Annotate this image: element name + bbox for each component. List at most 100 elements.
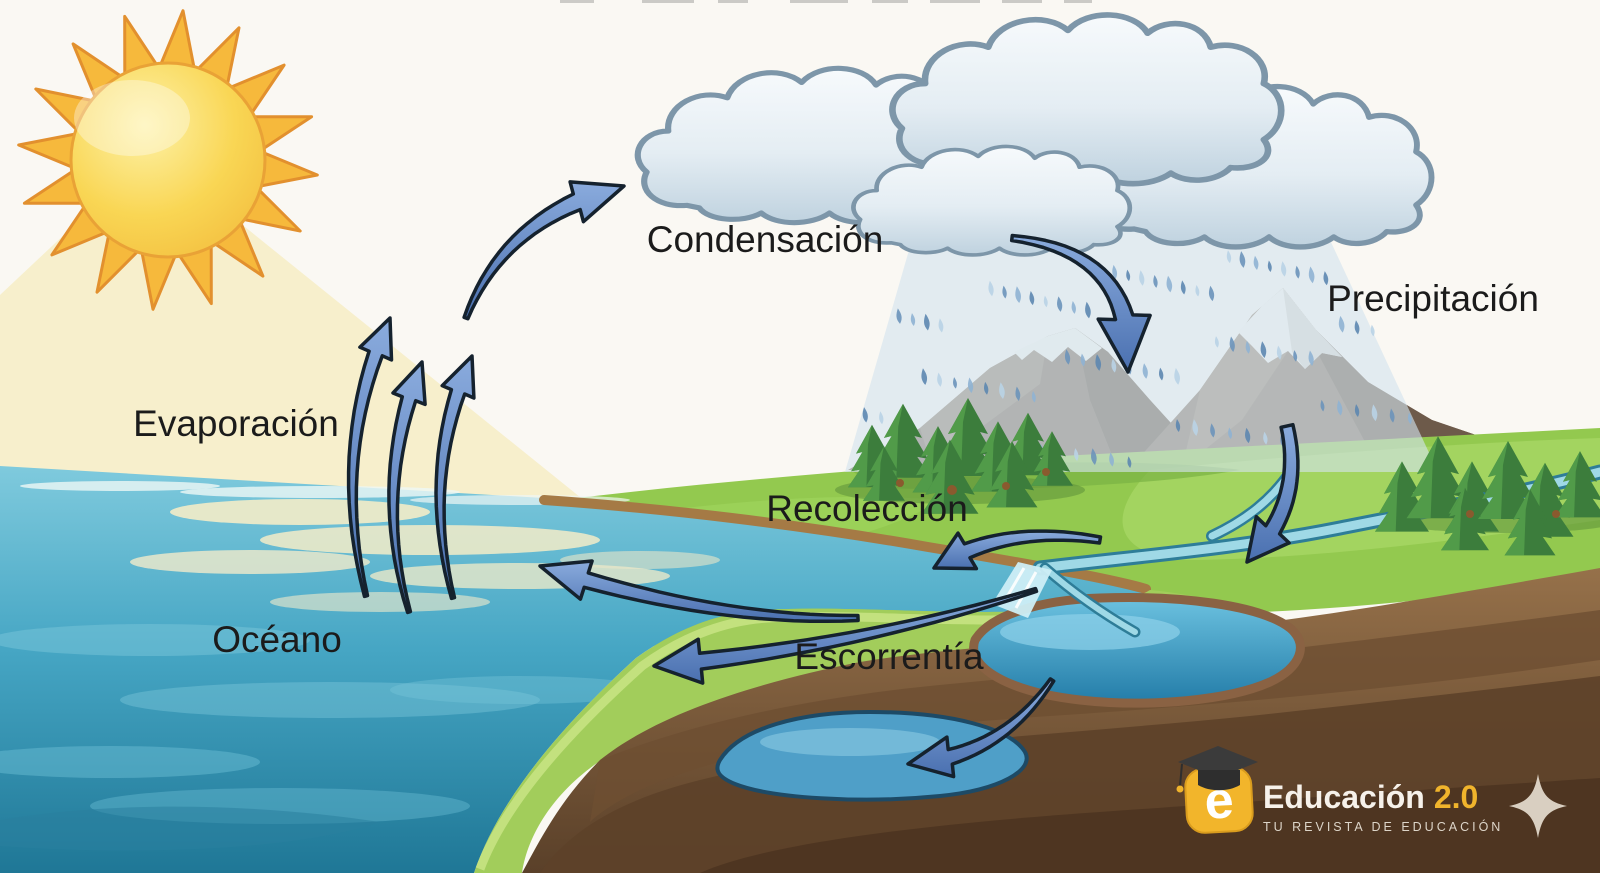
label-evaporacion: Evaporación bbox=[133, 403, 339, 444]
raindrop-icon bbox=[1057, 296, 1063, 312]
raindrop-icon bbox=[1195, 284, 1200, 297]
infiltration-arrow bbox=[906, 677, 1056, 779]
raindrop-icon bbox=[1153, 274, 1158, 288]
evaporation-arrow-2 bbox=[387, 360, 427, 615]
raindrop-icon bbox=[1208, 285, 1215, 302]
raindrop-icon bbox=[1064, 349, 1071, 365]
raindrop-icon bbox=[1263, 431, 1268, 445]
label-oceano: Océano bbox=[212, 619, 342, 660]
raindrop-icon bbox=[1253, 255, 1259, 270]
raindrop-icon bbox=[1095, 354, 1102, 371]
raindrop-icon bbox=[1239, 251, 1246, 268]
raindrop-icon bbox=[1159, 367, 1164, 381]
evaporation-arrow-3 bbox=[434, 354, 476, 601]
raindrop-icon bbox=[924, 313, 930, 331]
raindrop-icon bbox=[1166, 275, 1173, 293]
raindrop-icon bbox=[896, 308, 902, 324]
label-escorrentia: Escorrentía bbox=[794, 636, 984, 677]
raindrop-icon bbox=[1080, 353, 1086, 367]
graduation-cap-icon bbox=[1176, 746, 1258, 793]
raindrop-icon bbox=[1337, 400, 1343, 416]
pine-trees-left bbox=[835, 398, 1085, 514]
raindrop-icon bbox=[1112, 264, 1118, 280]
raindrop-icon bbox=[1029, 290, 1035, 306]
raindrop-icon bbox=[1389, 408, 1395, 423]
raindrop-icon bbox=[1192, 419, 1199, 437]
raindrop-icon bbox=[1015, 286, 1021, 304]
raindrop-icon bbox=[953, 377, 957, 389]
raindrop-icon bbox=[1320, 399, 1325, 412]
raindrop-icon bbox=[1226, 250, 1232, 264]
raindrop-icon bbox=[1111, 358, 1117, 373]
raindrop-icon bbox=[1180, 280, 1186, 295]
raindrop-icon bbox=[938, 318, 944, 333]
raindrop-icon bbox=[862, 407, 868, 423]
waterfall bbox=[992, 562, 1052, 618]
sparkle-icon bbox=[1509, 774, 1567, 838]
raindrop-icon bbox=[1210, 423, 1215, 438]
runoff-arrow bbox=[652, 586, 1039, 685]
rain bbox=[862, 208, 1412, 468]
condensation-arrow bbox=[462, 180, 626, 321]
raindrop-icon bbox=[937, 372, 942, 387]
raindrop-icon bbox=[1031, 390, 1036, 403]
label-precipitacion: Precipitación bbox=[1327, 278, 1539, 319]
raindrop-icon bbox=[1245, 427, 1251, 444]
raindrop-icon bbox=[1354, 320, 1360, 335]
raindrop-icon bbox=[1074, 448, 1079, 461]
raindrop-icon bbox=[1295, 265, 1300, 279]
raindrop-icon bbox=[999, 382, 1005, 400]
raindrop-icon bbox=[1338, 315, 1345, 333]
raindrop-icon bbox=[1127, 456, 1132, 468]
raindrop-icon bbox=[1071, 300, 1076, 314]
raindrop-icon bbox=[1175, 419, 1181, 432]
raindrop-icon bbox=[1126, 269, 1131, 282]
sun-icon bbox=[17, 9, 319, 311]
pine-trees-right bbox=[1375, 436, 1600, 556]
raindrop-icon bbox=[1214, 336, 1219, 348]
raindrop-icon bbox=[1293, 350, 1298, 362]
label-recoleccion: Recolección bbox=[766, 488, 968, 529]
raindrop-icon bbox=[1109, 452, 1114, 467]
flow-arrows bbox=[346, 180, 1300, 779]
raindrop-icon bbox=[1228, 427, 1233, 440]
raindrop-icon bbox=[1308, 266, 1315, 284]
raindrop-icon bbox=[1354, 404, 1360, 418]
raindrop-icon bbox=[921, 368, 928, 385]
raindrop-icon bbox=[879, 411, 884, 425]
river-inflow-arrow bbox=[1245, 422, 1300, 564]
raindrop-icon bbox=[1308, 350, 1314, 366]
raindrop-icon bbox=[1370, 324, 1375, 337]
raindrop-icon bbox=[1139, 270, 1145, 286]
raindrop-icon bbox=[1002, 285, 1007, 299]
raindrop-icon bbox=[1174, 368, 1180, 385]
collection-arrow bbox=[932, 529, 1103, 571]
raindrop-icon bbox=[1015, 386, 1021, 401]
raindrop-icon bbox=[1085, 301, 1091, 319]
top-edge-artifacts bbox=[560, 0, 1092, 3]
raindrop-icon bbox=[1260, 341, 1267, 359]
groundwater-pool bbox=[715, 709, 1029, 802]
label-condensacion: Condensación bbox=[647, 219, 884, 260]
riverbank-edge bbox=[539, 495, 1151, 594]
raindrop-icon bbox=[1276, 345, 1282, 360]
raindrop-icon bbox=[967, 377, 974, 393]
ocean-return-arrow bbox=[538, 559, 860, 624]
raindrop-icon bbox=[1229, 336, 1235, 352]
evaporation-arrow-1 bbox=[346, 316, 394, 599]
raindrop-icon bbox=[984, 381, 989, 395]
raindrop-icon bbox=[1142, 363, 1148, 379]
raindrop-icon bbox=[1323, 271, 1329, 286]
raindrop-icon bbox=[1091, 448, 1097, 466]
raindrop-icon bbox=[1267, 260, 1272, 273]
raindrop-icon bbox=[1245, 340, 1251, 354]
raindrop-icon bbox=[1407, 412, 1412, 425]
raindrop-icon bbox=[910, 313, 916, 326]
labels: Condensación Precipitación Evaporación R… bbox=[133, 219, 1539, 677]
raindrop-icon bbox=[988, 280, 994, 297]
raindrop-icon bbox=[1043, 295, 1048, 308]
raindrop-icon bbox=[1371, 404, 1378, 422]
